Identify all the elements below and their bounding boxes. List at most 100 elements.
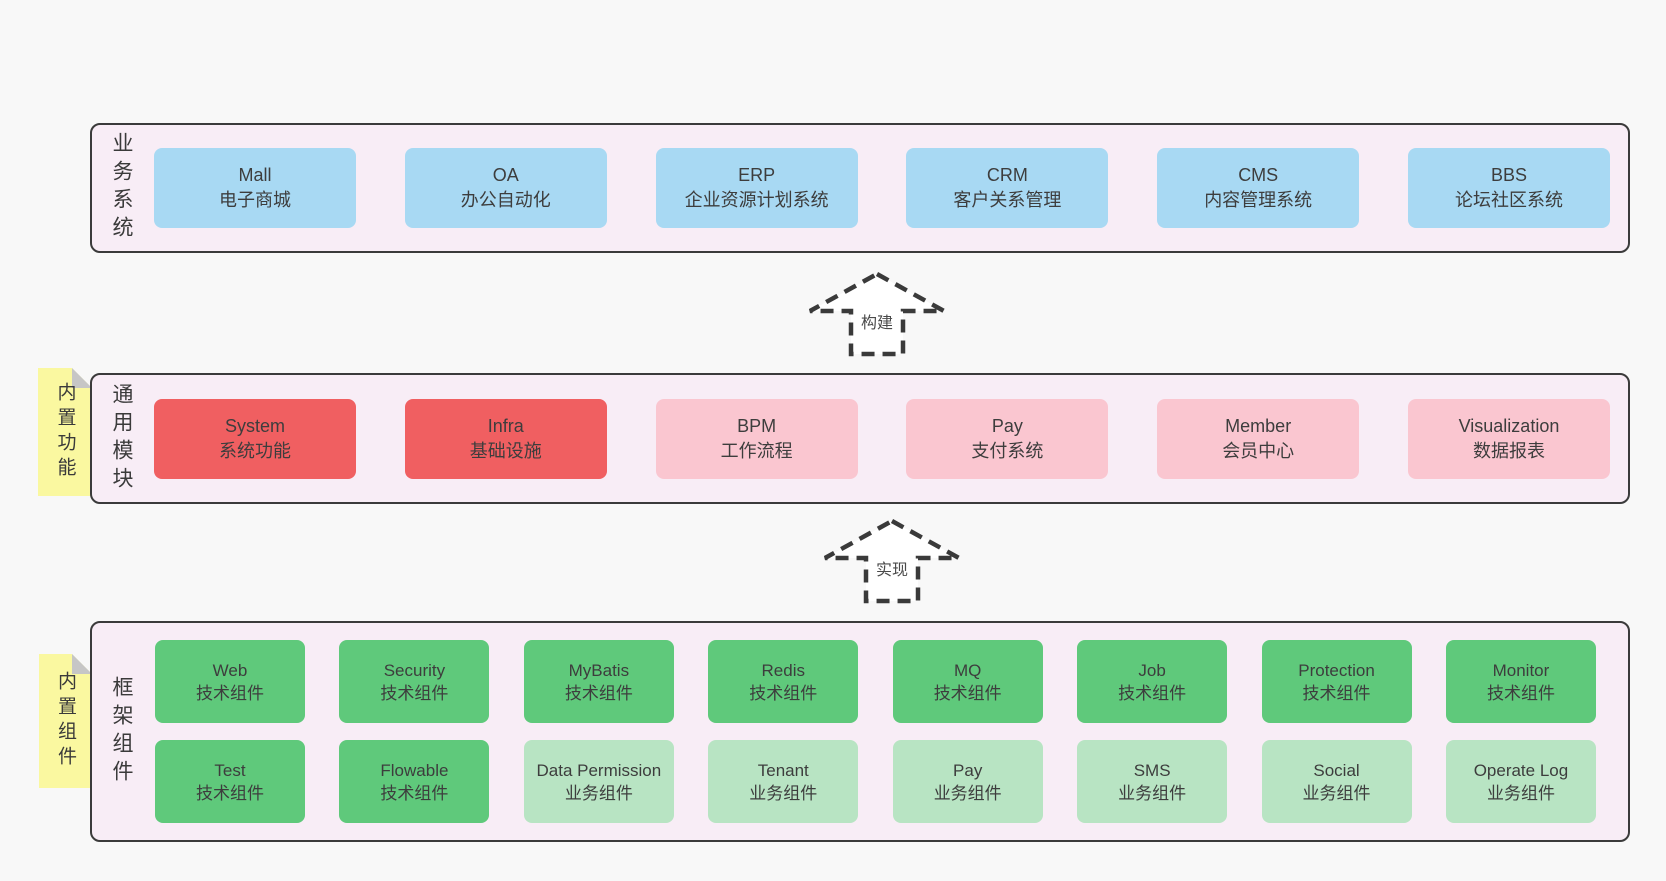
box-pay: Pay 支付系统 [906, 398, 1109, 479]
box-subtitle: 内容管理系统 [1204, 190, 1313, 210]
box-crm: CRM 客户关系管理 [906, 148, 1109, 228]
sticky-note-builtin-features: 内置功能 [38, 368, 92, 496]
box-redis: Redis 技术组件 [708, 640, 859, 723]
box-title: Security [383, 660, 446, 680]
box-test: Test 技术组件 [155, 740, 305, 823]
box-subtitle: 业务组件 [1486, 783, 1555, 803]
sticky-note-paper [39, 654, 92, 788]
box-title: CMS [1238, 165, 1279, 185]
box-title: Monitor [1492, 660, 1550, 680]
box-title: Pay [953, 760, 983, 780]
box-subtitle: 业务组件 [564, 783, 633, 803]
box-title: MQ [953, 660, 982, 680]
box-subtitle: 论坛社区系统 [1454, 190, 1563, 210]
box-data-permission: Data Permission 业务组件 [523, 740, 674, 823]
box-bbs: BBS 论坛社区系统 [1407, 148, 1610, 228]
box-title: MyBatis [568, 660, 630, 680]
box-title: Mall [238, 165, 272, 185]
box-subtitle: 电子商城 [219, 190, 291, 210]
build-arrow-label: 构建 [857, 309, 897, 333]
sticky-note-text: 内置功能 [54, 382, 76, 482]
box-title: Member [1225, 415, 1292, 436]
box-infra: Infra 基础设施 [404, 398, 607, 479]
box-subtitle: 企业资源计划系统 [684, 190, 829, 210]
box-subtitle: 会员中心 [1222, 440, 1295, 461]
box-title: Job [1138, 660, 1166, 680]
box-security: Security 技术组件 [339, 640, 490, 723]
box-flowable: Flowable 技术组件 [339, 740, 490, 823]
box-title: Web [212, 660, 248, 680]
box-subtitle: 业务组件 [933, 783, 1002, 803]
box-title: ERP [738, 165, 776, 185]
box-title: Protection [1298, 660, 1375, 680]
box-subtitle: 工作流程 [720, 440, 793, 461]
implement-arrow-label: 实现 [872, 556, 912, 580]
sticky-note-builtin-components: 内置组件 [39, 654, 92, 788]
modules-box-row: System 系统功能 Infra 基础设施 BPM 工作流程 Pay 支付系统… [154, 375, 1610, 502]
box-pay-business: Pay 业务组件 [892, 740, 1043, 823]
layer-label-framework: 框架组件 [110, 675, 133, 788]
box-subtitle: 业务组件 [1118, 783, 1187, 803]
box-title: CRM [986, 165, 1028, 185]
sticky-note-text: 内置组件 [55, 671, 76, 771]
box-title: Data Permission [536, 760, 662, 780]
box-title: Operate Log [1473, 760, 1569, 780]
box-system: System 系统功能 [154, 398, 356, 479]
box-title: Infra [487, 415, 524, 436]
layer-label-modules: 通用模块 [110, 382, 133, 495]
box-subtitle: 技术组件 [749, 683, 818, 703]
box-subtitle: 数据报表 [1472, 440, 1545, 461]
box-title: Pay [991, 415, 1023, 436]
box-title: Social [1313, 760, 1360, 780]
box-job: Job 技术组件 [1077, 640, 1228, 723]
box-sms: SMS 业务组件 [1077, 740, 1228, 823]
box-oa: OA 办公自动化 [404, 148, 607, 228]
business-box-row: Mall 电子商城 OA 办公自动化 ERP 企业资源计划系统 CRM 客户关系… [154, 125, 1610, 251]
framework-row-2: Test 技术组件 Flowable 技术组件 Data Permission … [155, 740, 1596, 823]
box-subtitle: 技术组件 [1302, 683, 1371, 703]
box-title: Redis [761, 660, 805, 680]
box-subtitle: 技术组件 [196, 683, 264, 703]
box-title: Test [214, 760, 246, 780]
box-title: BBS [1490, 165, 1527, 185]
box-member: Member 会员中心 [1157, 398, 1360, 479]
sticky-note-paper [38, 368, 92, 496]
box-tenant: Tenant 业务组件 [708, 740, 859, 823]
framework-box-grid: Web 技术组件 Security 技术组件 MyBatis 技术组件 Redi… [155, 623, 1596, 840]
layer-business-systems: 业务系统 Mall 电子商城 OA 办公自动化 ERP 企业资源计划系统 CRM… [90, 123, 1630, 253]
layer-common-modules: 通用模块 System 系统功能 Infra 基础设施 BPM 工作流程 Pay… [90, 373, 1630, 504]
box-mall: Mall 电子商城 [154, 148, 356, 228]
box-subtitle: 技术组件 [196, 783, 264, 803]
box-cms: CMS 内容管理系统 [1157, 148, 1360, 228]
implement-arrow: 实现 [822, 518, 962, 604]
box-bpm: BPM 工作流程 [655, 398, 858, 479]
box-erp: ERP 企业资源计划系统 [655, 148, 858, 228]
box-monitor: Monitor 技术组件 [1445, 640, 1596, 723]
box-subtitle: 基础设施 [469, 440, 542, 461]
layer-label-business: 业务系统 [110, 132, 133, 244]
box-subtitle: 技术组件 [380, 783, 449, 803]
box-subtitle: 业务组件 [1302, 783, 1371, 803]
box-social: Social 业务组件 [1261, 740, 1412, 823]
box-title: BPM [737, 415, 777, 436]
box-mq: MQ 技术组件 [892, 640, 1043, 723]
box-subtitle: 业务组件 [749, 783, 818, 803]
box-title: Visualization [1458, 415, 1560, 436]
box-title: OA [492, 165, 519, 185]
box-subtitle: 技术组件 [1486, 683, 1555, 703]
box-subtitle: 支付系统 [971, 440, 1044, 461]
box-title: System [224, 415, 285, 436]
box-subtitle: 技术组件 [933, 683, 1002, 703]
box-subtitle: 系统功能 [219, 440, 291, 461]
box-subtitle: 办公自动化 [460, 190, 551, 210]
box-title: Tenant [757, 760, 809, 780]
box-protection: Protection 技术组件 [1261, 640, 1412, 723]
box-operate-log: Operate Log 业务组件 [1445, 740, 1596, 823]
box-subtitle: 技术组件 [1118, 683, 1187, 703]
box-visualization: Visualization 数据报表 [1407, 398, 1610, 479]
box-web: Web 技术组件 [155, 640, 305, 723]
box-subtitle: 技术组件 [564, 683, 633, 703]
build-arrow: 构建 [807, 271, 947, 357]
box-subtitle: 技术组件 [380, 683, 449, 703]
box-title: Flowable [380, 760, 449, 780]
